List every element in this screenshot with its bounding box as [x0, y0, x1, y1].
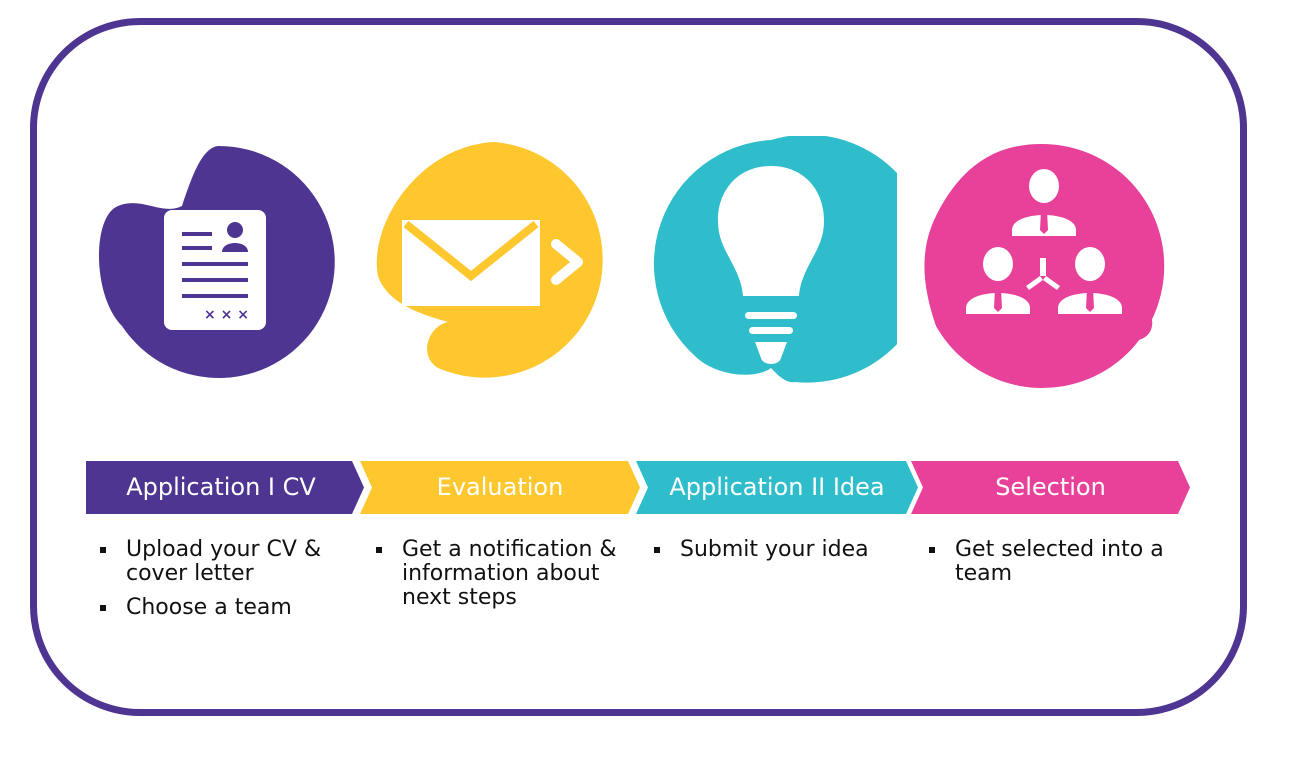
- lightbulb-icon: [645, 136, 897, 388]
- step-bullets-selection: Get selected into a team: [927, 538, 1177, 596]
- step-banner-selection: Selection: [911, 461, 1190, 514]
- step-banner-application-cv: Application I CV: [86, 461, 364, 514]
- step-banner-application-idea: Application II Idea: [636, 461, 918, 514]
- step-bullets-evaluation: Get a notification & information about n…: [374, 538, 634, 620]
- list-item: Get a notification & information about n…: [374, 538, 634, 610]
- step-title: Application I CV: [126, 473, 316, 501]
- list-item: Choose a team: [98, 596, 348, 620]
- step-title: Application II Idea: [669, 473, 885, 501]
- step-title: Selection: [995, 473, 1106, 501]
- list-item: Upload your CV & cover letter: [98, 538, 348, 586]
- step-bullets-application-idea: Submit your idea: [652, 538, 902, 572]
- list-item: Get selected into a team: [927, 538, 1177, 586]
- list-item: Submit your idea: [652, 538, 902, 562]
- step-banner-evaluation: Evaluation: [360, 461, 640, 514]
- team-icon: [916, 136, 1168, 388]
- step-title: Evaluation: [436, 473, 564, 501]
- cv-document-icon: × × ×: [92, 136, 344, 388]
- envelope-icon: [368, 136, 620, 388]
- svg-text:× × ×: × × ×: [204, 307, 249, 323]
- step-bullets-application-cv: Upload your CV & cover letter Choose a t…: [98, 538, 348, 630]
